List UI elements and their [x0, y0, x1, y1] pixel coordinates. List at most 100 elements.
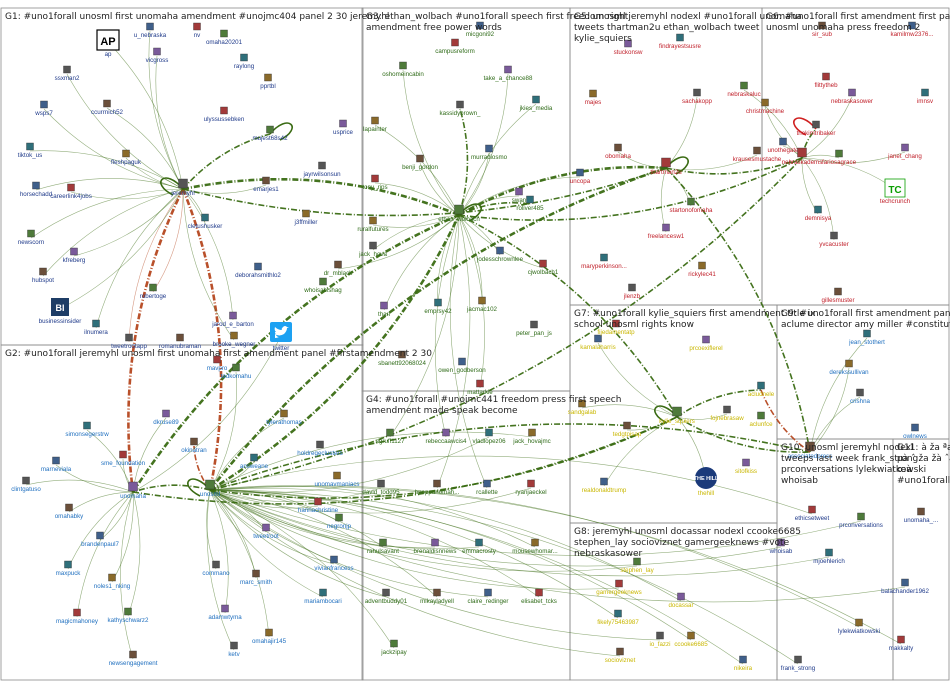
node-maxpuck[interactable]: maxpuck: [56, 561, 82, 577]
node-crishna[interactable]: crishna: [850, 389, 871, 405]
node-label: uncopa: [570, 178, 591, 185]
node-findrayestsusre[interactable]: findrayestsusre: [659, 34, 702, 50]
node-derekssullivan[interactable]: derekssullivan: [829, 360, 869, 376]
node-label: brooke_wegner: [213, 341, 256, 348]
node-campusreform[interactable]: campusreform: [435, 39, 475, 55]
node-cjwolbach1[interactable]: cjwolbach1: [528, 260, 559, 276]
node-aclunfce[interactable]: aclunfce: [749, 412, 773, 428]
node-demnisya[interactable]: demnisya: [805, 206, 832, 222]
node-prcoexiflerel[interactable]: prcoexiflerel: [689, 336, 722, 352]
avatar-icon: [809, 506, 816, 513]
node-flittytheb[interactable]: flittytheb: [814, 73, 838, 89]
node-mjoehlerich[interactable]: mjoehlerich: [813, 549, 845, 565]
node-fleshpaguk[interactable]: fleshpaguk: [111, 150, 142, 166]
node-techcrunch[interactable]: TCtechcrunch: [880, 179, 911, 205]
node-majes[interactable]: majes: [585, 90, 602, 106]
node-startonofomaha[interactable]: startonofomaha: [670, 198, 714, 214]
node-label: krausesmustache: [733, 156, 782, 163]
node-owen_godberson[interactable]: owen_godberson: [438, 358, 486, 374]
node-unomaha[interactable]: unomaha: [120, 482, 146, 500]
node-label: aclunfce: [749, 421, 773, 428]
node-nv[interactable]: nv: [194, 23, 202, 39]
node-label: ryanjaeckel: [515, 489, 546, 496]
node-nikeira[interactable]: nikeira: [734, 656, 753, 672]
node-deborahsmithlo2[interactable]: deborahsmithlo2: [235, 263, 281, 279]
node-emmacrosty[interactable]: emmacrosty: [462, 539, 497, 555]
node-rebeccaawcis4[interactable]: rebeccaawcis4: [426, 429, 467, 445]
node-gillesmuster[interactable]: gillesmuster: [821, 288, 854, 304]
node-omaha20201[interactable]: omaha20201: [206, 30, 243, 46]
node-label: unomaha: [120, 493, 146, 500]
node-label: agruff1127: [375, 438, 405, 445]
node-dkruse89[interactable]: dkruse89: [153, 410, 179, 426]
node-vladlopez06[interactable]: vladlopez06: [472, 429, 506, 445]
node-jlenzb[interactable]: jlenzb: [623, 284, 641, 300]
avatar-icon: [529, 429, 536, 436]
node-take_a_chance88[interactable]: take_a_chance88: [484, 66, 533, 82]
node-ccooke6685[interactable]: ccooke6685: [674, 632, 708, 648]
node-peter_pan_js[interactable]: peter_pan_js: [516, 321, 552, 337]
node-omahajir145[interactable]: omahajir145: [252, 629, 287, 645]
node-label: maxpuck: [56, 570, 82, 577]
node-magicmahoney[interactable]: magicmahoney: [56, 609, 99, 625]
node-maryperkinson[interactable]: maryperkinson...: [581, 254, 627, 270]
group-label-g6: G6: #uno1forall first amendment first pa…: [766, 12, 950, 33]
node-label: nikeira: [734, 665, 753, 672]
node-sitofkiss[interactable]: sitofkiss: [735, 459, 757, 475]
node-newsengagement[interactable]: newsengagement: [109, 651, 158, 667]
node-wsps7[interactable]: wsps7: [34, 101, 53, 117]
node-unomavmaniacs[interactable]: unomavmaniacs: [314, 472, 359, 488]
node-jayrwilsonsun[interactable]: jayrwilsonsun: [302, 162, 341, 178]
node-whoisabishag[interactable]: whoisabishag: [303, 278, 342, 294]
node-murradiosmo[interactable]: murradiosmo: [471, 145, 508, 161]
node-label: hpoppunomah...: [415, 489, 460, 496]
avatar-icon: [335, 261, 342, 268]
node-stephen_lay[interactable]: stephen_lay: [620, 558, 654, 574]
node-raylong[interactable]: raylong: [234, 54, 255, 70]
node-fariosagrace[interactable]: fariosagrace: [822, 150, 857, 166]
avatar-icon: [831, 232, 838, 239]
node-u_nebraska[interactable]: u_nebraska: [134, 23, 167, 39]
node-freelancesw1[interactable]: freelancesw1: [648, 224, 685, 240]
node-jack_hova[interactable]: jack_hova: [358, 242, 387, 258]
node-twitter[interactable]: twitter: [270, 322, 292, 352]
avatar-icon: [455, 205, 464, 214]
node-ketv[interactable]: ketv: [228, 642, 240, 658]
node-jacmac102[interactable]: jacmac102: [466, 297, 497, 313]
node-ulyssussebken[interactable]: ulyssussebken: [204, 107, 245, 123]
node-makkalty[interactable]: makkalty: [889, 636, 914, 652]
node-fojnebrasaw[interactable]: fojnebrasaw: [710, 406, 744, 422]
edge-unosml-unomaha: [133, 485, 210, 492]
node-balachander1962[interactable]: balachander1962: [881, 579, 929, 595]
avatar-icon: [912, 424, 919, 431]
node-commano[interactable]: commano: [202, 561, 230, 577]
node-owlnews[interactable]: owlnews: [903, 424, 927, 440]
node-imnsv[interactable]: imnsv: [917, 89, 934, 105]
node-label: usprice: [333, 129, 354, 136]
avatar-icon: [231, 332, 238, 339]
node-label: simonsegerstrw: [65, 431, 109, 438]
avatar-icon: [265, 74, 272, 81]
avatar-icon: [230, 312, 237, 319]
node-sachakopp[interactable]: sachakopp: [682, 89, 712, 105]
node-rcallette[interactable]: rcallette: [476, 480, 498, 496]
node-label: thekimtribaker: [797, 130, 836, 137]
node-pprtbl[interactable]: pprtbl: [260, 74, 275, 90]
node-socioviznet[interactable]: socioviznet: [605, 648, 636, 664]
node-romanubraman[interactable]: romanubraman: [159, 334, 202, 350]
node-unomaha_g11[interactable]: unomaha_...: [904, 508, 939, 524]
techcrunch-logo-text: TC: [888, 185, 901, 196]
node-frank_strong[interactable]: frank_strong: [781, 656, 816, 672]
node-rickylec41[interactable]: rickylec41: [688, 262, 716, 278]
node-label: socioviznet: [605, 657, 636, 664]
node-negronjp[interactable]: negronjp: [327, 514, 352, 530]
node-marc_smith[interactable]: marc_smith: [240, 570, 273, 586]
node-label: mavpro: [207, 365, 228, 372]
node-ethicsetweet[interactable]: ethicsetweet: [795, 506, 830, 522]
node-usprice[interactable]: usprice: [333, 120, 354, 136]
edge-unomaha-newsengagement: [120, 492, 133, 659]
node-fikely75463987[interactable]: fikely75463987: [597, 610, 639, 626]
